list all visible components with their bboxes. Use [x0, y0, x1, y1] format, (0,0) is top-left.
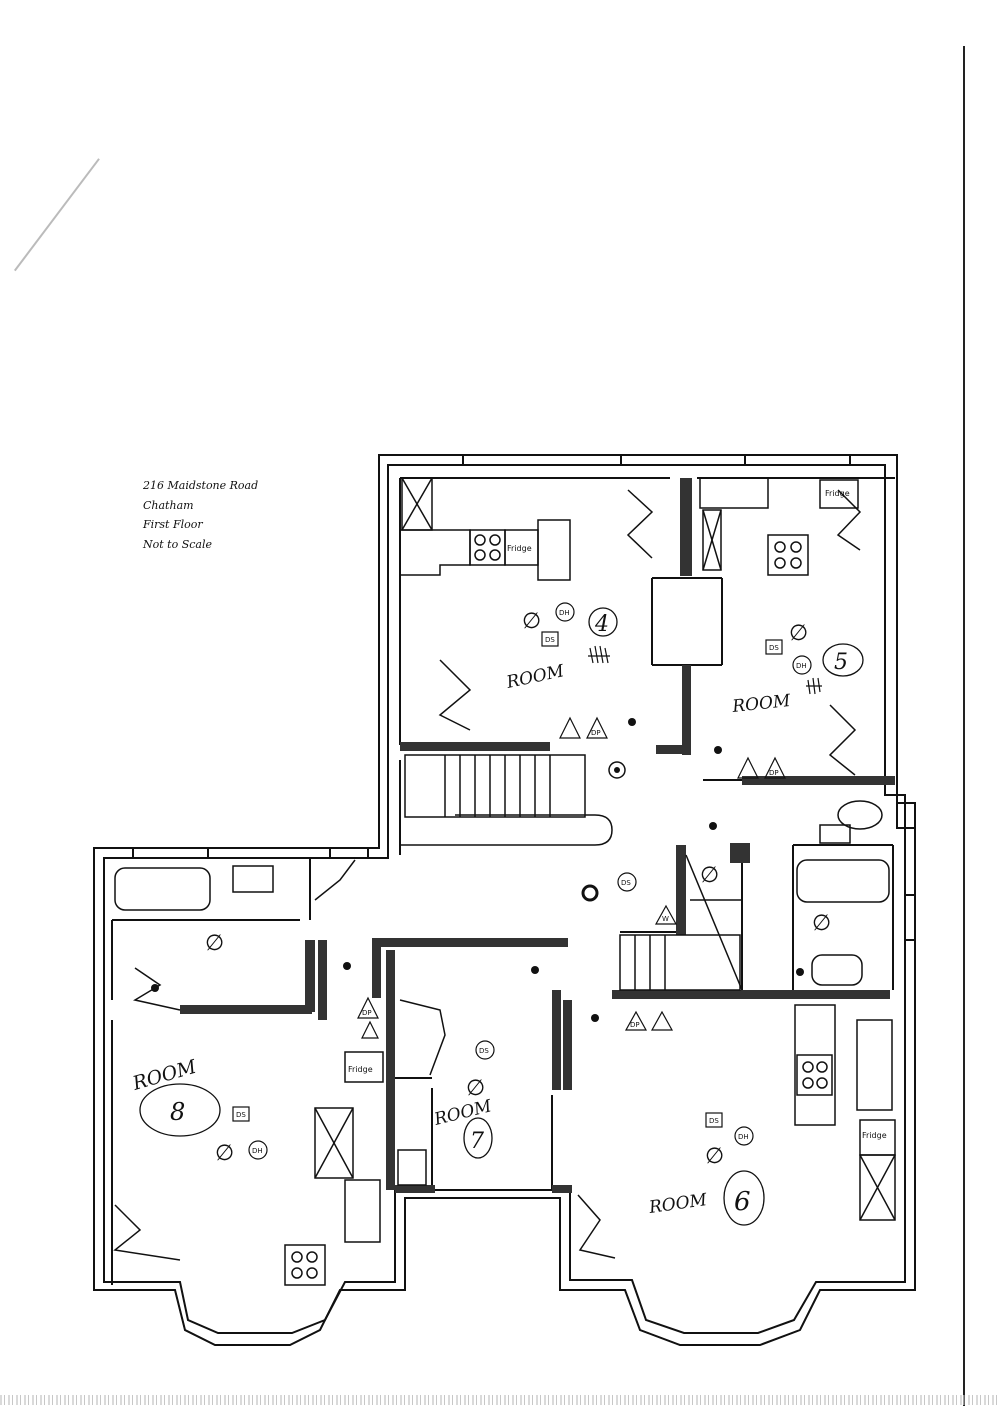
worktop-4 — [537, 519, 571, 581]
fridge-label-room-5: Fridge — [825, 489, 850, 498]
sink-unit-6 — [856, 1019, 893, 1111]
room-6-word: ROOM — [647, 1190, 709, 1218]
w-badge-landing: W — [662, 915, 669, 923]
room-4-word: ROOM — [504, 661, 567, 693]
caption-town: Chatham — [143, 498, 194, 512]
room-4-number: 4 — [594, 612, 609, 637]
bath-left — [114, 867, 211, 911]
caption-floor: First Floor — [143, 518, 203, 531]
room-7-word: ROOM — [431, 1096, 494, 1130]
hob-6 — [796, 1054, 833, 1096]
dp-badge-room-8: DP — [362, 1009, 372, 1017]
scan-noise-strip — [0, 1395, 1000, 1405]
hob-5 — [767, 534, 809, 576]
light-bath-right: ∅ — [812, 911, 831, 936]
window-left — [132, 847, 209, 859]
caption-scale-note: Not to Scale — [143, 537, 212, 551]
ds-badge-landing: DS — [621, 879, 631, 887]
window-right-small — [896, 802, 916, 829]
fridge-label-room-8: Fridge — [348, 1065, 373, 1074]
smoke-detector-hall — [581, 884, 599, 902]
hinge-dots — [151, 718, 804, 1022]
ds-badge-room-5: DS — [769, 644, 779, 652]
room-5-word: ROOM — [730, 691, 791, 717]
wc-right — [837, 800, 883, 830]
sink-7 — [397, 1149, 427, 1186]
ds-badge-room-4: DS — [545, 636, 555, 644]
light-room-7: ∅ — [466, 1076, 485, 1101]
hob-4 — [469, 529, 506, 566]
dh-badge-room-8: DH — [252, 1147, 263, 1155]
basin-right — [811, 954, 863, 986]
stair-rail — [400, 814, 613, 846]
fridge-5-box — [819, 479, 859, 509]
hob-8 — [284, 1244, 326, 1286]
dh-badge-room-4: DH — [559, 609, 570, 617]
light-room-4: ∅ — [522, 609, 541, 634]
dh-badge-room-5: DH — [796, 662, 807, 670]
thick-walls — [180, 478, 895, 1193]
room-7-number: 7 — [470, 1129, 484, 1154]
room-6-number: 6 — [734, 1187, 751, 1217]
outer-wall — [93, 454, 916, 1346]
page-edge-line — [963, 46, 965, 1406]
heat-detector-landing — [608, 761, 626, 779]
plan-caption: 216 Maidstone Road Chatham First Floor N… — [143, 476, 343, 554]
caption-address: 216 Maidstone Road — [143, 479, 259, 492]
inner-wall-outline — [103, 464, 906, 1334]
light-bath-left: ∅ — [205, 931, 224, 956]
dp-badge-room-6: DP — [630, 1021, 640, 1029]
light-room-6: ∅ — [705, 1144, 724, 1169]
light-room-5: ∅ — [789, 621, 808, 646]
room-5-number: 5 — [834, 650, 848, 675]
fridge-label-room-4: Fridge — [507, 544, 532, 553]
room-8-number: 8 — [170, 1098, 185, 1126]
dh-badge-room-6: DH — [738, 1133, 749, 1141]
ds-badge-room-6: DS — [709, 1117, 719, 1125]
ds-badge-room-8: DS — [236, 1111, 246, 1119]
doors — [113, 489, 862, 1261]
fridge-label-room-6: Fridge — [862, 1131, 887, 1140]
room-8-word: ROOM — [129, 1056, 199, 1095]
light-room-8: ∅ — [215, 1141, 234, 1166]
window-left-small — [329, 847, 369, 859]
light-landing: ∅ — [700, 863, 719, 888]
basin-left — [232, 865, 274, 893]
fridge-8-box — [344, 1051, 384, 1083]
ds-badge-room-7: DS — [479, 1047, 489, 1055]
heater-scribbles — [588, 645, 822, 695]
window-top-left — [462, 454, 622, 466]
dp-badge-room-5: DP — [769, 769, 779, 777]
window-top-right — [744, 454, 851, 466]
window-right — [904, 894, 916, 941]
dp-badge-room-4: DP — [591, 729, 601, 737]
bath-right — [796, 859, 890, 903]
